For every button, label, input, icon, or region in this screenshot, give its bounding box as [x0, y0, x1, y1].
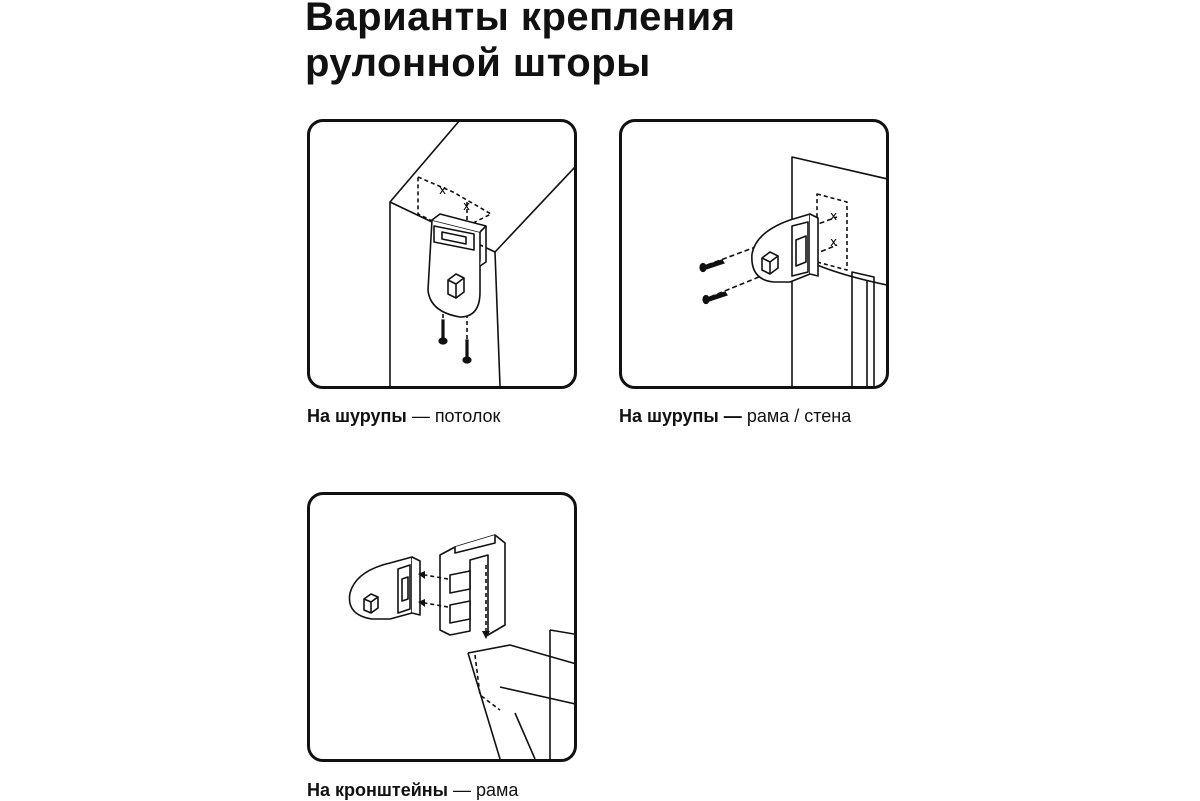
bracket-arrow-bottom-head: [418, 599, 425, 607]
caption-ceiling-bold: На шурупы: [307, 406, 407, 426]
bracket-arrow-top-head: [418, 571, 425, 579]
caption-frame-rest: рама / стена: [741, 406, 852, 426]
frame-mount-drawing: x x: [699, 156, 886, 386]
ceiling-bracket-nut: [447, 273, 465, 299]
bracket-frame-dash: [474, 654, 501, 711]
bracket-frame-top: [467, 644, 574, 665]
caption-bracket-mount: На кронштейны — рама: [307, 779, 518, 801]
frame-mark-area: [816, 193, 848, 271]
caption-ceiling-mount: На шурупы — потолок: [307, 405, 500, 427]
bracket-clip-on-plate: [397, 564, 411, 614]
ceiling-wall-right: [494, 166, 574, 253]
bracket-arrow-bottom: [424, 602, 449, 608]
caption-bracket-bold: На кронштейны: [307, 780, 449, 800]
ceiling-mark-x-2: x: [463, 199, 470, 213]
ceiling-screw-right: [462, 339, 472, 364]
frame-mark-x-2: x: [830, 235, 837, 249]
ceiling-wall-front: [494, 251, 501, 386]
bracket-arrow-top: [424, 574, 449, 580]
caption-ceiling-rest: — потолок: [406, 406, 501, 426]
frame-bracket-clip: [791, 221, 809, 277]
frame-bracket-nut: [761, 251, 779, 275]
frame-screw-bottom: [702, 291, 728, 305]
page-title-line-1: Варианты крепления: [305, 0, 736, 39]
bracket-frame-inner-edge: [514, 712, 536, 759]
bracket-frame-inner: [499, 686, 574, 705]
ceiling-mount-drawing: x x: [389, 122, 574, 386]
bracket-nut: [363, 593, 379, 614]
caption-frame-mount: На шурупы — рама / стена: [619, 405, 851, 427]
bracket-frame-post: [549, 629, 574, 759]
page-title: Варианты крепления рулонной шторы: [305, 0, 925, 86]
page-title-line-2: рулонной шторы: [305, 41, 651, 85]
ceiling-mark-area: [417, 176, 492, 233]
bracket-frame-edge: [467, 652, 501, 759]
ceiling-mount-illustration: x x: [307, 119, 577, 389]
bracket-hook: [439, 534, 506, 636]
bracket-mount-illustration: [307, 492, 577, 762]
frame-mark-x-1: x: [830, 209, 837, 223]
ceiling-mark-x-1: x: [439, 183, 446, 197]
caption-bracket-rest: — рама: [448, 780, 519, 800]
frame-window-post: [851, 271, 875, 386]
frame-wall: [791, 156, 886, 386]
bracket-mount-drawing: [348, 534, 574, 759]
frame-screw-top: [699, 259, 725, 273]
caption-frame-bold: На шурупы —: [619, 406, 742, 426]
ceiling-screw-left: [438, 319, 448, 345]
bracket-arrow-down-head: [482, 631, 490, 639]
ceiling-bracket-clip: [433, 225, 475, 251]
frame-mount-illustration: x x: [619, 119, 889, 389]
